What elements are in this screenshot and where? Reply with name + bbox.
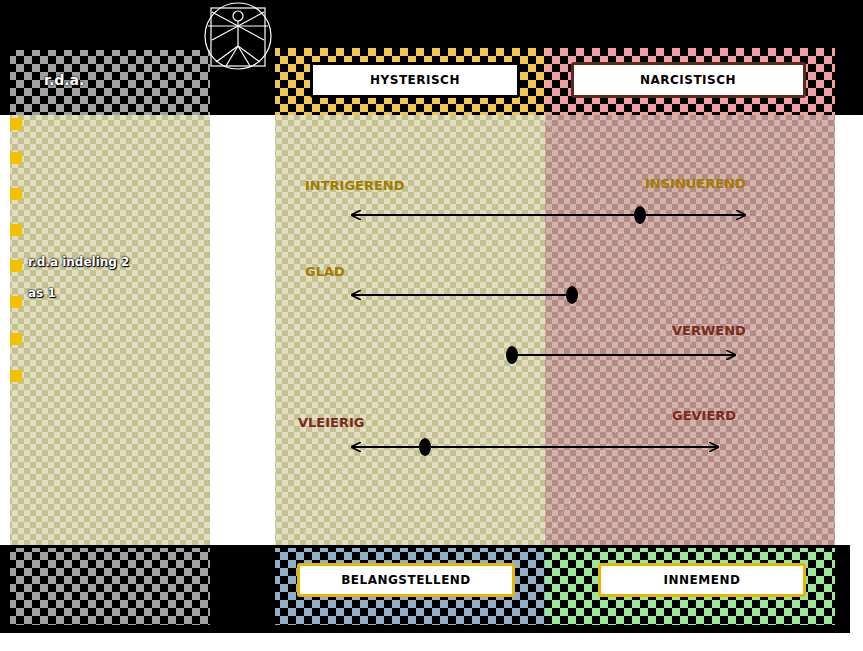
header-checker xyxy=(275,48,545,115)
header-box: HYSTERISCH xyxy=(310,62,520,98)
trait-label: INSINUEREND xyxy=(645,176,746,191)
header-box: BELANGSTELLEND xyxy=(297,563,515,597)
box-label: NARCISTISCH xyxy=(640,73,736,87)
header-box: INNEMEND xyxy=(598,563,806,597)
faint-guides xyxy=(275,120,835,540)
scale-arrows xyxy=(352,215,745,447)
header-checker xyxy=(545,48,835,115)
trait-label: VLEIERIG xyxy=(298,415,364,430)
header-box: NARCISTISCH xyxy=(571,62,806,98)
box-label: INNEMEND xyxy=(664,573,741,587)
top-band xyxy=(0,0,863,115)
corner-checker xyxy=(10,50,210,115)
footer-checker xyxy=(545,548,835,625)
side-panel xyxy=(10,115,210,545)
trait-label: VERWEND xyxy=(672,323,746,338)
main-panel-right xyxy=(545,115,835,545)
page-title: r.d.a. xyxy=(44,72,84,88)
trait-label: INTRIGEREND xyxy=(305,178,405,193)
bullet-squares xyxy=(10,118,22,382)
trait-label: GLAD xyxy=(305,264,345,279)
scale-dots xyxy=(419,206,646,456)
box-label: BELANGSTELLEND xyxy=(341,573,471,587)
vitruvian-icon xyxy=(205,3,271,69)
box-label: HYSTERISCH xyxy=(370,73,460,87)
side-note: as 1 xyxy=(28,286,56,300)
trait-label: GEVIERD xyxy=(672,408,736,423)
footer-checker xyxy=(275,548,545,625)
bottom-band xyxy=(0,545,850,633)
corner-checker xyxy=(10,548,210,625)
side-note: r.d.a indeling 2 xyxy=(28,255,129,269)
